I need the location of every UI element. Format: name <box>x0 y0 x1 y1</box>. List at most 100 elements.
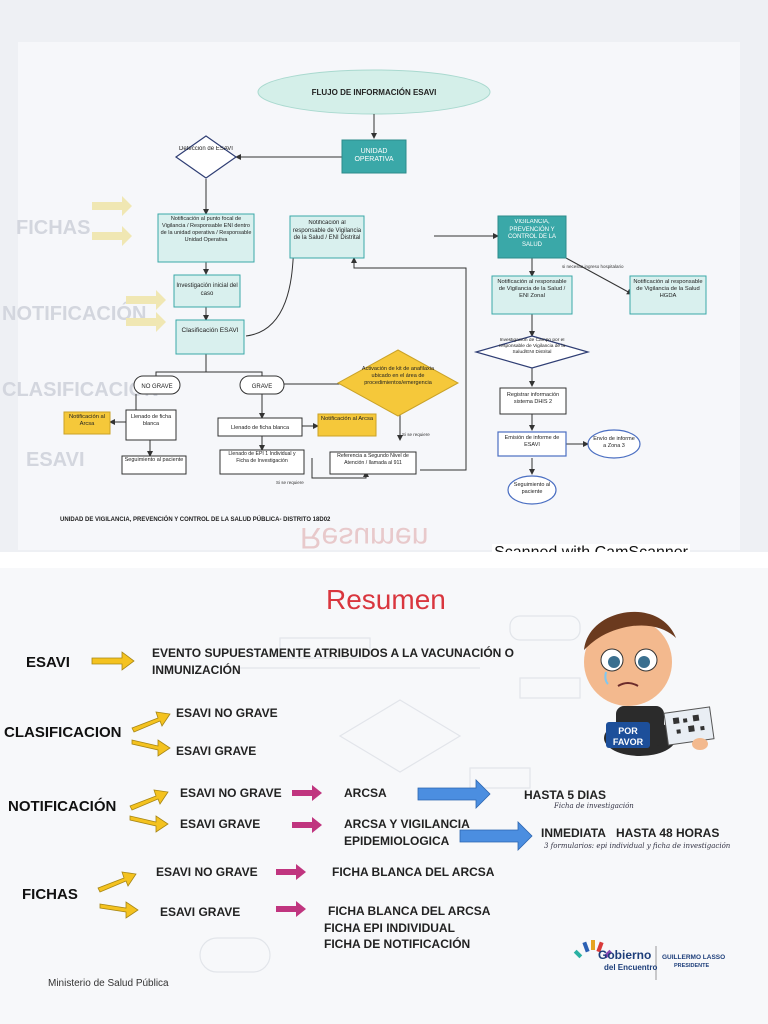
node-investigacion-campo: Investigación de Campo por el responsabl… <box>473 335 591 369</box>
clasificacion-item-grave: ESAVI GRAVE <box>176 744 257 758</box>
handwritten-note-1: Ficha de investigación <box>554 802 634 810</box>
president-title: PRESIDENTE <box>674 963 710 969</box>
svg-text:NO GRAVE: NO GRAVE <box>141 384 172 390</box>
node-llenado-epi1: Llenado de EPI 1 Individual y Ficha de I… <box>219 449 305 475</box>
notificacion-time-inmediata: INMEDIATA <box>541 826 606 840</box>
flow-connectors <box>109 114 633 479</box>
scan-watermark: Scanned with CamScanner <box>492 544 690 552</box>
arrow-magenta-3 <box>276 864 306 880</box>
node-llenado-ficha: Llenado de ficha blanca <box>217 417 303 437</box>
node-unidad-operativa: UNIDAD OPERATIVA <box>341 139 407 174</box>
mascot-illustration: POR FAVOR <box>584 611 715 756</box>
arrow-fichas-1 <box>97 871 137 893</box>
fichas-label: FICHAS <box>22 886 78 903</box>
notificacion-item-no-grave: ESAVI NO GRAVE <box>180 786 282 800</box>
fichas-item-no-grave: ESAVI NO GRAVE <box>156 865 258 879</box>
arrow-blue-1 <box>417 779 491 809</box>
ghost-notificacion: NOTIFICACIÓN <box>2 301 146 325</box>
fichas-item-grave: ESAVI GRAVE <box>160 905 241 919</box>
summary-title: Resumen <box>326 584 446 615</box>
svg-text:Llenado de ficha blanca: Llenado de ficha blanca <box>231 425 290 431</box>
node-notif-arcsa-left: Notificación al Arcsa <box>63 411 111 435</box>
blue-arrows <box>417 779 533 851</box>
node-llenado-ficha-left: Llenado de ficha blanca <box>125 409 177 441</box>
fichas-result-grave-3: FICHA DE NOTIFICACIÓN <box>324 937 471 951</box>
fichas-result-grave-2: FICHA EPI INDIVIDUAL <box>324 921 455 935</box>
note-hospitalario: si necesita ingreso hospitalario <box>562 264 624 269</box>
node-deteccion: Detección de ESAVI <box>174 135 238 179</box>
notificacion-time-48-horas: HASTA 48 HORAS <box>616 826 720 840</box>
mascot-sign-line2: FAVOR <box>613 737 644 747</box>
summary-graphics: POR FAVOR <box>91 611 715 980</box>
arrow-clasif-1 <box>131 711 171 733</box>
node-notif-distrital: Notificación al responsable de Vigilanci… <box>289 215 365 259</box>
flowchart-svg: FICHAS NOTIFICACIÓN CLASIFICACIÓN ESAVI … <box>2 69 707 552</box>
mascot-sign-line1: POR <box>618 726 638 736</box>
node-notif-zonal: Notificación al responsable de Vigilanci… <box>491 275 573 315</box>
arrow-esavi <box>91 651 135 671</box>
node-notif-hgda: Notificación al responsable de Vigilanci… <box>629 275 707 315</box>
flowchart-title: FLUJO DE INFORMACIÓN ESAVI <box>312 88 437 97</box>
esavi-definition-line1: EVENTO SUPUESTAMENTE ATRIBUIDOS A LA VAC… <box>152 646 515 660</box>
node-no-grave: NO GRAVE <box>133 375 181 395</box>
mirror-resumen: Resumen <box>300 521 428 552</box>
fichas-result-no-grave: FICHA BLANCA DEL ARCSA <box>332 865 495 879</box>
esavi-definition-line2: INMUNIZACIÓN <box>152 663 241 677</box>
node-notif-arcsa-right: Notificación al Arcsa <box>317 413 377 437</box>
magenta-arrows <box>276 785 322 917</box>
node-seguimiento-right: Seguimiento al paciente <box>507 475 557 505</box>
yellow-arrows <box>91 651 171 919</box>
arrow-notif-1 <box>129 789 169 811</box>
node-kit-anafilaxia: Activación de kit de anafilaxia ubicado … <box>336 349 460 417</box>
notificacion-target-arcsa-vigilancia: ARCSA Y VIGILANCIA <box>344 817 470 831</box>
node-envio-informe: Envío de informe a Zona 3 <box>587 429 641 459</box>
note-si-requiere-2: Si se requiere <box>276 480 304 485</box>
node-referencia: Referencia a Segundo Nivel de Atención /… <box>329 451 417 475</box>
ministry-label: Ministerio de Salud Pública <box>48 978 169 989</box>
node-emision-informe: Emisión de informe de ESAVI <box>497 431 567 457</box>
arrow-blue-2 <box>459 821 533 851</box>
handwritten-note-2: 3 formularios: epi individual y ficha de… <box>544 842 731 850</box>
clasificacion-label: CLASIFICACION <box>4 724 122 741</box>
note-si-requiere-1: Si se requiere <box>402 432 430 437</box>
flowchart-page: FICHAS NOTIFICACIÓN CLASIFICACIÓN ESAVI … <box>0 0 768 552</box>
ghost-arrows <box>92 196 166 332</box>
ghost-esavi: ESAVI <box>26 449 85 471</box>
svg-text:GRAVE: GRAVE <box>252 384 273 390</box>
bleed-through-shapes <box>199 615 581 973</box>
clasificacion-item-no-grave: ESAVI NO GRAVE <box>176 706 278 720</box>
summary-page: POR FAVOR Resumen ESAVI EVENTO SUPUESTAM… <box>0 568 768 1024</box>
ghost-clasificacion: CLASIFICACIÓN <box>2 377 159 401</box>
notificacion-label: NOTIFICACIÓN <box>8 798 117 815</box>
node-vigilancia: VIGILANCIA, PREVENCIÓN Y CONTROL DE LA S… <box>497 215 567 259</box>
ghost-fichas: FICHAS <box>16 217 90 239</box>
node-clasificacion: Clasificación ESAVI <box>175 319 245 355</box>
president-name: GUILLERMO LASSO <box>662 954 726 961</box>
mascot-sign <box>606 722 650 748</box>
flowchart-footer: UNIDAD DE VIGILANCIA, PREVENCIÓN Y CONTR… <box>60 515 331 523</box>
notificacion-time-5-dias: HASTA 5 DIAS <box>524 788 607 802</box>
esavi-label: ESAVI <box>26 654 70 671</box>
logo-encuentro: del Encuentro <box>604 963 658 972</box>
arrow-fichas-2 <box>99 901 139 919</box>
mascot-hair <box>584 611 676 650</box>
arrow-magenta-1 <box>292 785 322 801</box>
notificacion-item-grave: ESAVI GRAVE <box>180 817 261 831</box>
logo-gobierno: Gobierno <box>598 948 652 962</box>
gobierno-logo-mark <box>573 940 657 980</box>
node-notif-punto-focal: Notificación al punto focal de Vigilanci… <box>157 213 255 263</box>
bleed-through-text: FICHAS NOTIFICACIÓN CLASIFICACIÓN ESAVI <box>2 217 159 471</box>
node-seguimiento-left: Seguimiento al paciente <box>121 455 187 475</box>
node-grave: GRAVE <box>239 375 285 395</box>
node-registrar-dhis: Registrar información sistema DHIS 2 <box>499 387 567 415</box>
page-divider <box>0 552 768 568</box>
arrow-magenta-2 <box>292 817 322 833</box>
mascot-face <box>584 618 672 706</box>
fichas-result-grave-1: FICHA BLANCA DEL ARCSA <box>328 904 491 918</box>
notificacion-target-arcsa: ARCSA <box>344 786 387 800</box>
notificacion-target-epidemiologica: EPIDEMIOLOGICA <box>344 834 450 848</box>
node-investigacion-inicial: Investigación inicial del caso <box>173 274 241 308</box>
arrow-clasif-2 <box>131 739 171 757</box>
arrow-notif-2 <box>129 815 169 833</box>
arrow-magenta-4 <box>276 901 306 917</box>
